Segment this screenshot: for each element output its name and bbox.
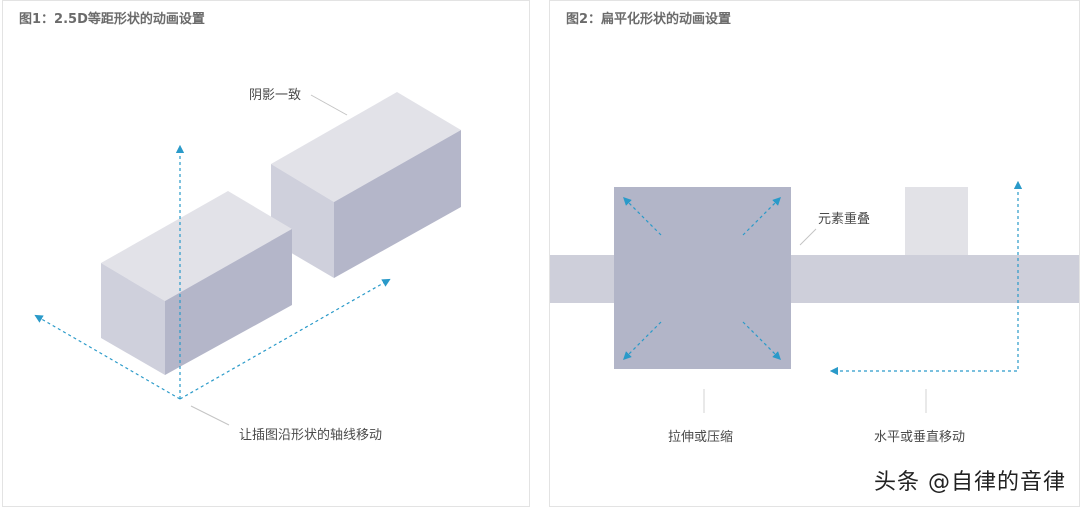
- overlap-leader-line: [799, 228, 817, 246]
- figure-1-title: 图1：2.5D等距形状的动画设置: [19, 12, 205, 27]
- cube-front-left-face: [101, 263, 165, 375]
- scale-arrows: [623, 197, 781, 360]
- scale-arrow-top-left: [623, 197, 662, 236]
- axis-move-leader-line: [190, 405, 230, 426]
- watermark-text: 头条 @自律的音律: [874, 470, 1066, 495]
- axis-arrows: [34, 144, 391, 400]
- shadow-consistent-label: 阴影一致: [249, 88, 302, 103]
- scale-arrow-bottom-right: [742, 321, 781, 360]
- cube-front-right-face: [165, 229, 292, 375]
- scale-arrow-bottom-left: [623, 321, 662, 360]
- isometric-illustration: [34, 92, 461, 426]
- scale-label: 拉伸或压缩: [668, 430, 734, 445]
- overlap-label: 元素重叠: [818, 212, 871, 227]
- right-axis-arrow: [179, 278, 391, 400]
- isometric-cube-back: [271, 92, 461, 278]
- flat-illustration: [550, 180, 1079, 413]
- cube-front-top-face: [101, 191, 292, 301]
- figure-1-panel: 图1：2.5D等距形状的动画设置 阴影一致 让插图沿形状: [2, 0, 530, 507]
- figure-2-panel: 图2：扁平化形状的动画设置 元素重叠 拉伸或压缩 水平或垂直移动: [549, 0, 1080, 507]
- shadow-leader-line: [310, 94, 348, 116]
- flat-large-square: [614, 187, 791, 369]
- cube-back-right-face: [334, 130, 461, 278]
- axis-move-label: 让插图沿形状的轴线移动: [239, 428, 383, 443]
- isometric-cube-front: [101, 191, 292, 375]
- figure-2-title: 图2：扁平化形状的动画设置: [566, 12, 732, 27]
- cube-back-top-face: [271, 92, 461, 202]
- move-path-arrow: [829, 180, 1023, 376]
- flat-small-block: [905, 187, 968, 257]
- move-label: 水平或垂直移动: [874, 430, 966, 445]
- scale-arrow-top-right: [742, 197, 781, 236]
